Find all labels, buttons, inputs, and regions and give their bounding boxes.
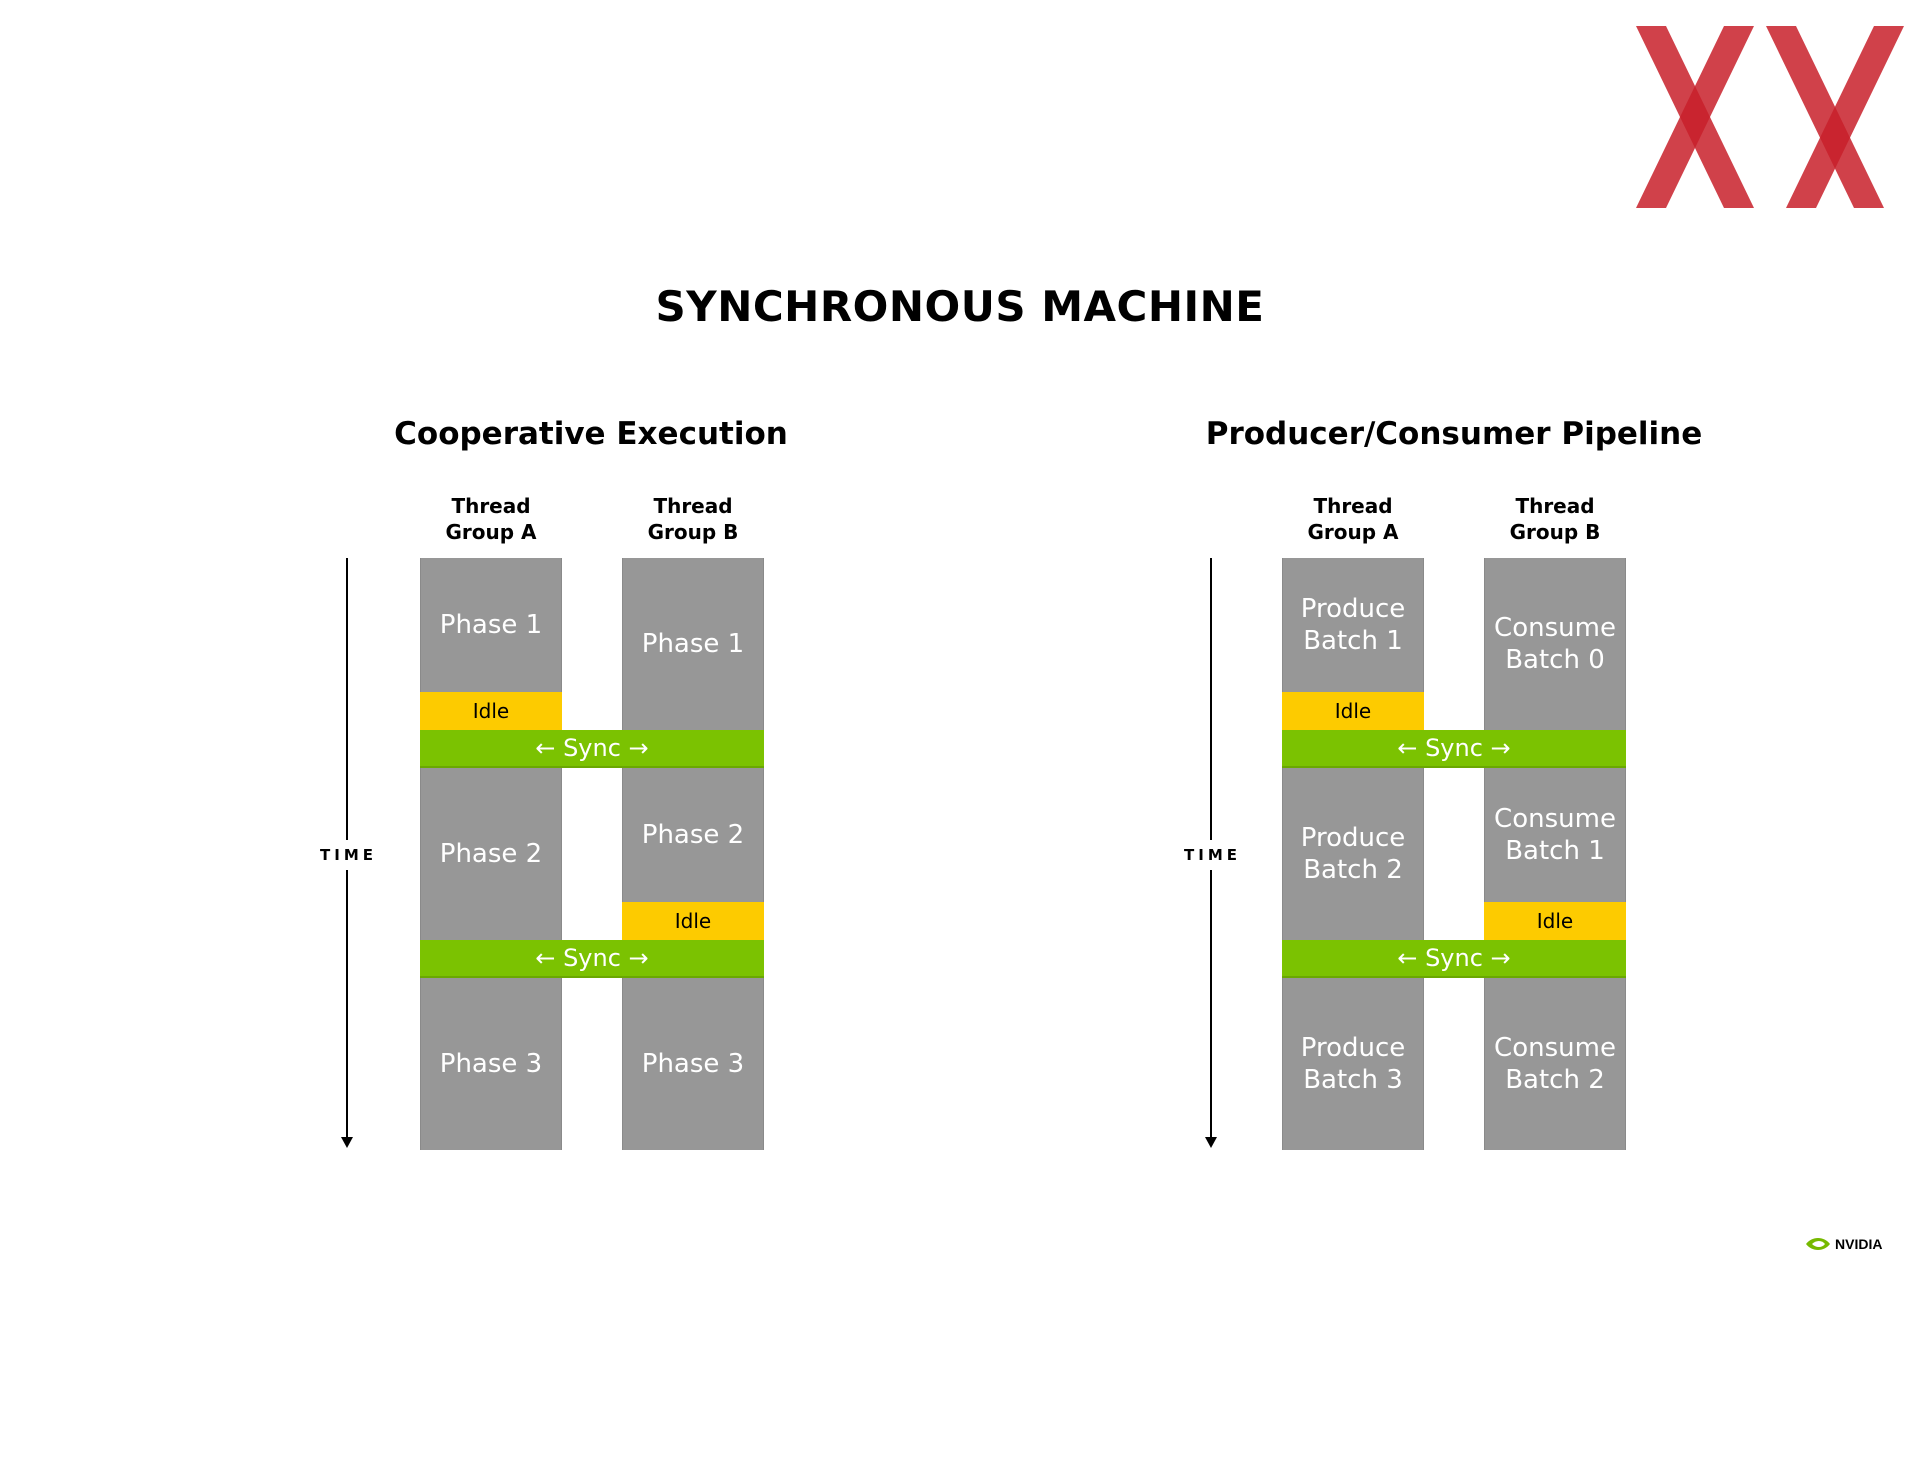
phase-block: Phase 2 [622, 768, 764, 902]
time-label: TIME [1182, 840, 1243, 870]
column-header-group-b: Thread Group B [1509, 494, 1601, 544]
brand-logo-icon [1636, 26, 1904, 208]
phase-block: Phase 2 [420, 768, 562, 940]
column-header-group-b: Thread Group B [647, 494, 739, 544]
sync-bar: ← Sync → [420, 730, 764, 768]
time-label: TIME [318, 840, 379, 870]
idle-bar: Idle [420, 692, 562, 730]
consume-block: Consume Batch 1 [1484, 768, 1626, 902]
nvidia-logo-text: NVIDIA [1835, 1236, 1882, 1252]
idle-bar: Idle [622, 902, 764, 940]
produce-block: Produce Batch 1 [1282, 558, 1424, 692]
page-title: SYNCHRONOUS MACHINE [655, 282, 1265, 331]
consume-block: Consume Batch 2 [1484, 978, 1626, 1150]
idle-bar: Idle [1282, 692, 1424, 730]
sync-bar: ← Sync → [1282, 730, 1626, 768]
sync-bar: ← Sync → [420, 940, 764, 978]
phase-block: Phase 1 [420, 558, 562, 692]
panel-title-producer-consumer: Producer/Consumer Pipeline [1205, 416, 1703, 452]
time-arrow-icon [1205, 1137, 1217, 1148]
idle-bar: Idle [1484, 902, 1626, 940]
column-header-group-a: Thread Group A [1307, 494, 1399, 544]
consume-block: Consume Batch 0 [1484, 558, 1626, 730]
column-header-group-a: Thread Group A [445, 494, 537, 544]
panel-title-cooperative: Cooperative Execution [394, 416, 788, 452]
sync-bar: ← Sync → [1282, 940, 1626, 978]
nvidia-logo-icon: NVIDIA [1806, 1236, 1882, 1252]
phase-block: Phase 3 [622, 978, 764, 1150]
time-arrow-icon [341, 1137, 353, 1148]
phase-block: Phase 1 [622, 558, 764, 730]
phase-block: Phase 3 [420, 978, 562, 1150]
produce-block: Produce Batch 2 [1282, 768, 1424, 940]
produce-block: Produce Batch 3 [1282, 978, 1424, 1150]
